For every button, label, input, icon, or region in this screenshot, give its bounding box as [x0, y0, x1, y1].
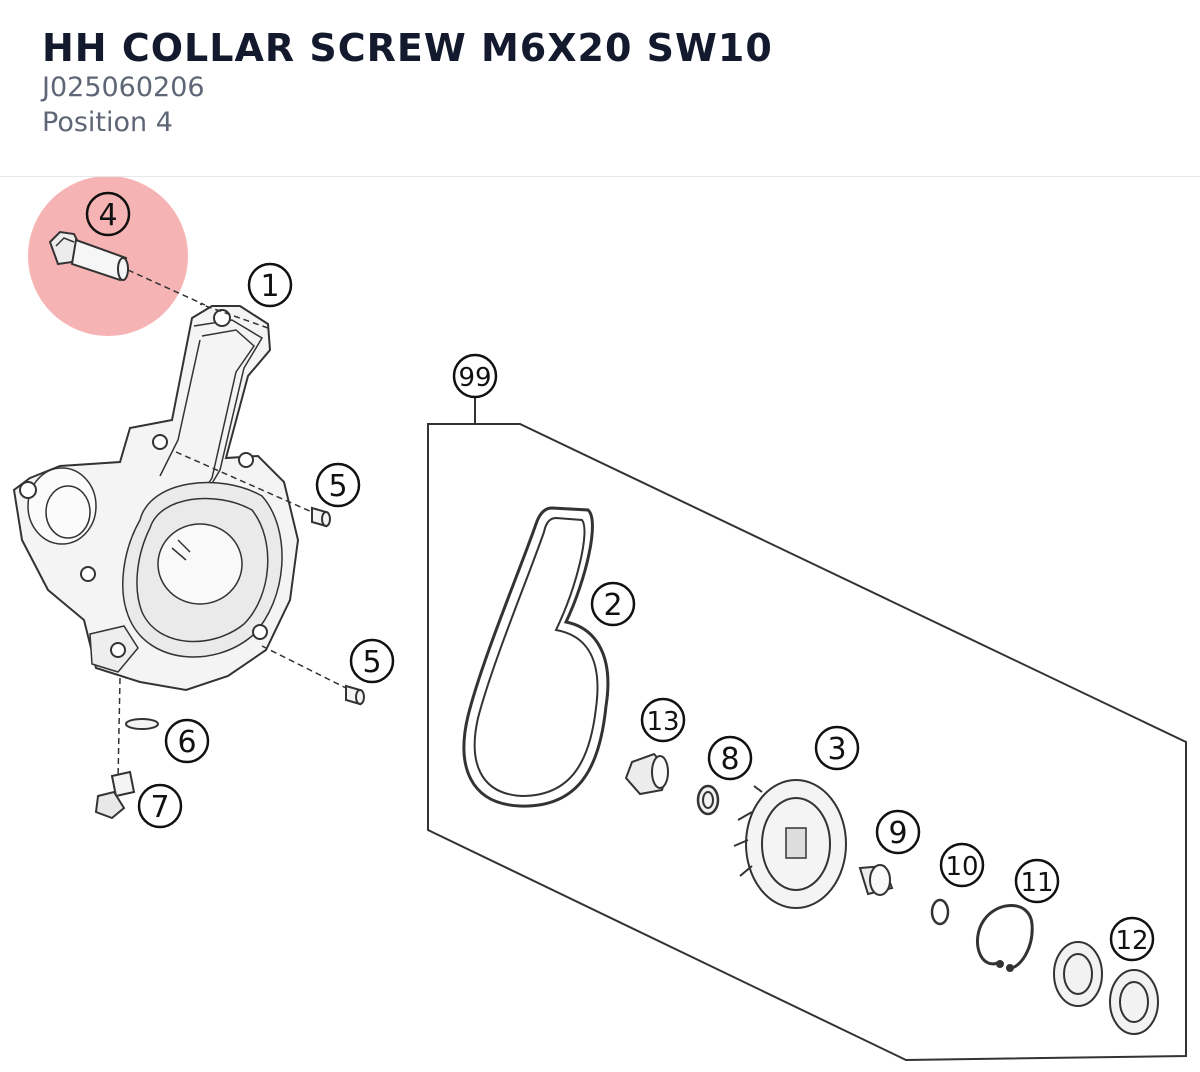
callout-6[interactable]: 6 — [177, 725, 196, 760]
callout-9[interactable]: 9 — [888, 816, 907, 851]
header-divider — [0, 176, 1200, 177]
part-12-shaft-seal-1[interactable] — [1053, 941, 1103, 1007]
part-header: HH COLLAR SCREW M6X20 SW10 J025060206 Po… — [0, 0, 1200, 176]
part-12-shaft-seal-2[interactable] — [1109, 969, 1159, 1035]
callout-7[interactable]: 7 — [150, 790, 169, 825]
part-3-impeller[interactable] — [733, 779, 847, 909]
callout-10[interactable]: 10 — [945, 852, 978, 882]
exploded-diagram: 4 1 99 5 5 2 13 8 3 6 7 9 10 11 12 — [0, 177, 1200, 1072]
callout-5-upper[interactable]: 5 — [328, 469, 347, 504]
callout-3[interactable]: 3 — [827, 732, 846, 767]
part-5-dowel-lower[interactable] — [261, 645, 365, 706]
part-5-dowel-upper[interactable] — [175, 451, 331, 528]
callout-5-lower[interactable]: 5 — [362, 645, 381, 680]
part-9-sleeve[interactable] — [858, 864, 894, 896]
callout-2[interactable]: 2 — [603, 588, 622, 623]
callout-12[interactable]: 12 — [1115, 926, 1148, 956]
part-position: Position 4 — [42, 107, 173, 138]
kit-frame-99[interactable] — [427, 423, 1187, 1062]
part-8-seal[interactable] — [696, 784, 720, 816]
callout-8[interactable]: 8 — [720, 742, 739, 777]
part-10-o-ring[interactable] — [930, 898, 950, 926]
part-13-bushing[interactable] — [624, 752, 670, 796]
part-title: HH COLLAR SCREW M6X20 SW10 — [42, 26, 773, 70]
part-4-screw[interactable] — [48, 230, 129, 282]
callout-4[interactable]: 4 — [98, 198, 117, 233]
part-6-washer[interactable] — [125, 718, 159, 730]
callout-13[interactable]: 13 — [646, 707, 679, 737]
callout-1[interactable]: 1 — [260, 269, 279, 304]
callout-11[interactable]: 11 — [1020, 868, 1053, 898]
part-7-drain-screw[interactable] — [94, 770, 136, 820]
part-1-pump-cover[interactable] — [12, 305, 300, 692]
part-number: J025060206 — [42, 72, 205, 103]
callout-99[interactable]: 99 — [458, 363, 491, 393]
part-2-gasket[interactable] — [462, 506, 610, 808]
part-11-circlip[interactable] — [975, 904, 1034, 972]
